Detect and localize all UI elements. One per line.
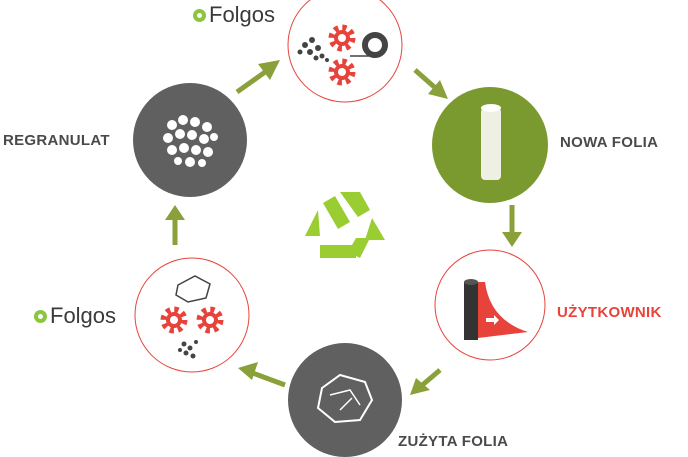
new-film-circle (432, 87, 548, 203)
label-uzytkownik: UŻYTKOWNIK (557, 304, 662, 321)
recycle-icon (305, 192, 385, 258)
label-zuzyta-folia: ZUŻYTA FOLIA (398, 433, 509, 450)
granules-icon (163, 115, 218, 167)
arrow-5 (249, 369, 286, 388)
folgos-logo-top: Folgos (193, 2, 275, 28)
crumpled-film-icon (175, 275, 211, 303)
regranulate-circle (133, 83, 247, 197)
film-roll-icon (481, 108, 501, 180)
film-roll-icon (362, 32, 388, 58)
label-regranulat: REGRANULAT (3, 132, 110, 149)
logo-q-icon (34, 309, 47, 323)
label-nowa-folia: NOWA FOLIA (560, 134, 659, 151)
arrow-1 (235, 67, 270, 95)
unrolling-film-icon (478, 282, 528, 338)
arrow-4 (418, 368, 442, 389)
user-circle (434, 249, 546, 361)
cycle-arrows (172, 67, 515, 389)
logo-q-icon (193, 8, 206, 22)
used-film-circle (288, 343, 402, 457)
production-circle (287, 0, 403, 103)
recycling-machine-circle (134, 257, 250, 373)
crumpled-film-icon (316, 373, 374, 424)
folgos-logo-left: Folgos (34, 303, 116, 329)
